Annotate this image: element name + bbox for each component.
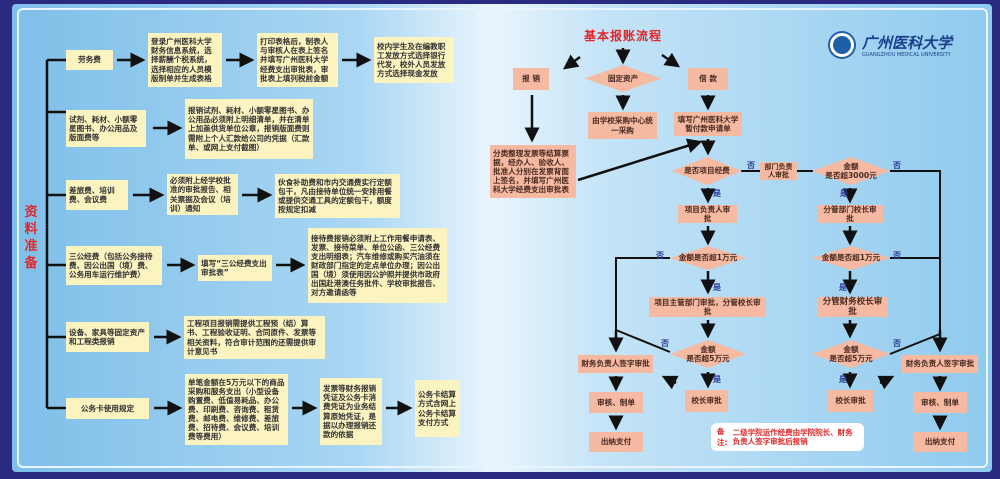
node-reimburse: 报 销 [513,68,549,90]
node-loan: 借 款 [688,68,728,90]
label-yes: 是 [839,283,847,292]
step-box: 报销试剂、耗材、小额零星图书、办公用品必须附上明细清单，并在清单上加盖供货单位公… [185,99,313,159]
node-finance-vp: 分管财务校长审批 [817,297,888,317]
node-finance-sign-right: 财务负责人签字审批 [902,355,978,373]
node-project-dept-vp: 项目主管部门审批，分管校长审批 [649,297,766,317]
label-yes: 是 [713,375,721,384]
step-box: 工程项目报销需提供工程预（结）算书、工程验收证明、合同原件、发票等相关资料，符合… [184,316,325,359]
step-box: 打印表格后，制表人与审核人在表上签名并填写广州医科大学经费支出审批表，审批表上填… [257,33,338,87]
node-president-right: 校长审批 [828,390,873,412]
step-box: 必须附上经学校批准的审批报告、相关票据及会议（培训）通知 [167,174,238,215]
section-title: 资料准备 [24,205,38,271]
label-yes: 是 [713,189,721,198]
note-text: 二级学院运作经费由学院院长、财务负责人签字审批后报销 [732,428,853,446]
label-no: 否 [893,251,901,260]
university-logo-icon [830,33,854,57]
label-yes: 是 [840,189,848,198]
step-box: 伙食补助费和市内交通费实行定额包干，凡由接待单位统一安排用餐或提供交通工具的定额… [275,174,400,218]
category-supplies: 试剂、耗材、小额零星图书、办公用品及版面费等 [66,110,146,147]
node-project-head: 项目负责人审批 [678,205,737,223]
node-dept-vp: 分管部门校长审批 [817,205,883,223]
university-name-en: GUANGZHOU MEDICAL UNIVERSITY [862,52,951,58]
label-yes: 是 [713,283,721,292]
step-box: 公务卡结算方式含网上公务卡结算支付方式 [415,380,460,437]
label-no: 否 [893,339,901,348]
node-over10k-right: 金额是否超1万元 [812,246,890,270]
step-box: 登录广州医科大学财务信息系统，选择薪酬个税系统，选择相应的人员模版制单并生成表格 [148,33,222,87]
node-dept-head: 部门负责人审批 [760,162,797,180]
label-yes: 是 [839,375,847,384]
flow-title: 基本报账流程 [584,29,663,43]
category-labor: 劳务费 [66,50,113,70]
step-box: 接待费报销必须附上工作用餐申请表、发票、接待菜单、单位公函、三公经费支出明细表；… [308,228,447,303]
step-box: 单笔金额在5万元以下的商品采购和服务支出（小型设备购置费、低值易耗品、办公费、印… [185,374,288,445]
node-pay-left: 出纳支付 [589,432,643,452]
label-no: 否 [893,161,901,170]
label-no: 否 [656,251,664,260]
node-president-left: 校长审批 [685,390,728,412]
node-procurement: 由学校采购中心统一采购 [588,112,657,139]
node-over3000: 金额 是否超3000元 [812,157,890,185]
node-audit-left: 审核、制单 [589,392,643,413]
step-box: 填写“三公经费支出审批表” [198,255,272,281]
node-sort-invoices: 分类整理发票等结算票据，经办人、验收人、批准人分别在发票背面上签名，并填写广州医… [490,145,576,198]
node-audit-right: 审核、制单 [913,392,967,413]
node-over50k-left: 金额 是否超5万元 [670,340,746,368]
note-box: 备注: 二级学院运作经费由学院院长、财务负责人签字审批后报销 [711,423,864,451]
category-three-public: 三公经费（包括公务接待费、因公出国（境）费、公务用车运行维护费） [66,246,162,285]
node-loan-form: 填写广州医科大学暂付款申请单 [674,112,742,136]
right-frame [482,8,988,468]
node-pay-right: 出纳支付 [913,432,967,452]
label-no: 否 [661,339,669,348]
category-fixed-assets: 设备、家具等固定资产和工程类报销 [66,322,149,352]
step-box: 校内学生及在编教职工发放方式选择银行代发，校外人员发放方式选择现金发放 [374,37,454,83]
label-no: 否 [747,161,755,170]
note-label: 备注: [717,427,728,447]
university-name: 广州医科大学 [862,34,953,52]
category-official-card: 公务卡使用规定 [66,398,149,419]
node-over50k-right: 金额 是否超5万元 [812,340,890,368]
node-over10k-left: 金额是否超1万元 [670,246,746,270]
node-fixed-asset: 固定资产 [585,65,661,92]
node-is-project: 是否项目经费 [672,157,742,185]
step-box: 发票等财务报销凭证及公务卡消费凭证为业务结算原始凭证，是据以办理报销还款的依据 [320,378,382,445]
category-travel: 差旅费、培训费、会议费 [66,180,128,210]
node-finance-sign-left: 财务负责人签字审批 [578,355,653,373]
left-frame [17,8,479,468]
